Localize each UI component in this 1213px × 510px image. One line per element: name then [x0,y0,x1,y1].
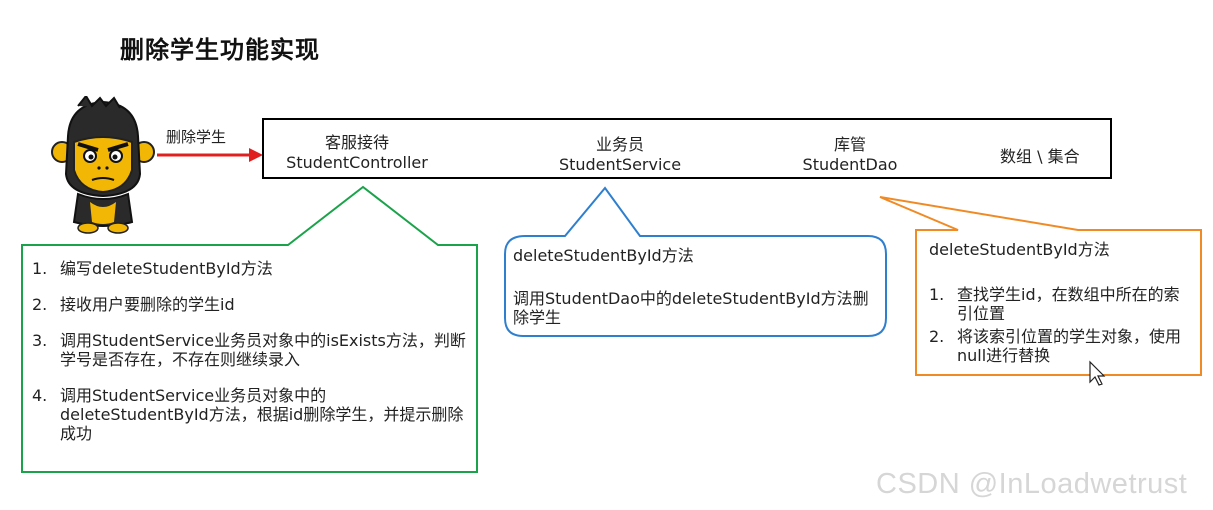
list-item: 2.接收用户要删除的学生id [32,295,235,314]
controller-layer: 客服接待 StudentController [272,133,442,173]
actor-action-label: 删除学生 [166,128,227,146]
controller-callout-border [21,185,478,473]
service-callout-title: deleteStudentById方法 [513,246,694,265]
service-callout-border [504,186,887,337]
service-callout-body: 调用StudentDao中的deleteStudentById方法删除学生 [513,289,869,327]
list-item: 1.编写deleteStudentById方法 [32,259,273,278]
controller-steps-list: 1.编写deleteStudentById方法 2.接收用户要删除的学生id 3… [32,259,472,460]
dao-layer: 库管 StudentDao [790,135,910,175]
architecture-layers-box [262,118,1112,179]
monkey-mascot-icon [51,96,155,234]
page-title: 删除学生功能实现 [120,36,320,64]
controller-role: 客服接待 [324,133,389,152]
controller-class-name: StudentController [286,153,428,172]
dao-callout-border [879,196,1202,376]
list-item: 1.查找学生id，在数组中所在的索引位置 [929,285,1180,323]
dao-role: 库管 [833,135,866,154]
service-role: 业务员 [595,135,644,154]
list-item: 4.调用StudentService业务员对象中的deleteStudentBy… [32,386,464,443]
storage-label: 数组 \ 集合 [1000,147,1080,166]
dao-callout-title: deleteStudentById方法 [929,240,1110,259]
service-class-name: StudentService [558,155,682,174]
dao-class-name: StudentDao [802,155,898,174]
dao-steps-list: 1.查找学生id，在数组中所在的索引位置 2.将该索引位置的学生对象，使用nul… [929,285,1191,369]
service-layer: 业务员 StudentService [550,135,690,175]
list-item: 3.调用StudentService业务员对象中的isExists方法，判断学号… [32,331,466,369]
request-arrow-icon [157,148,263,162]
list-item: 2.将该索引位置的学生对象，使用null进行替换 [929,327,1182,365]
watermark: CSDN @InLoadwetrust [876,468,1188,500]
mouse-cursor-icon [1089,360,1106,386]
